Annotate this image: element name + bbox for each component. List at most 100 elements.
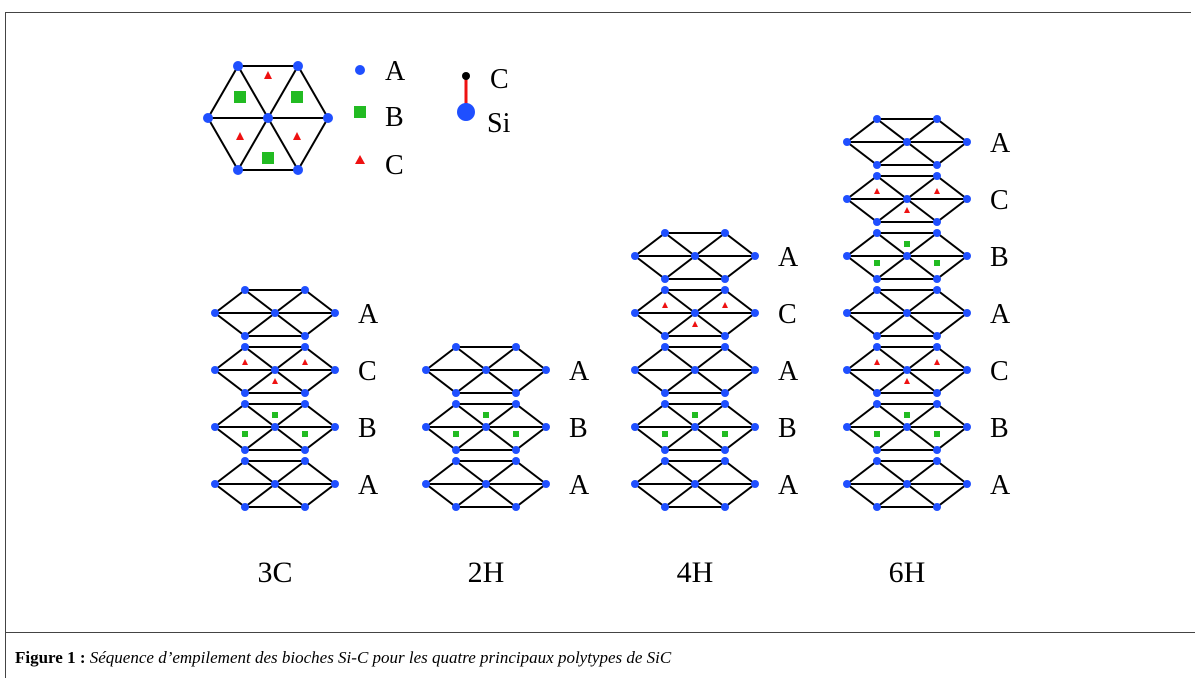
site-b-square <box>513 431 519 437</box>
stack-layer-label: A <box>358 470 379 501</box>
atom-dot <box>661 457 669 465</box>
atom-dot <box>542 366 550 374</box>
atom-dot <box>271 480 279 488</box>
atom-dot <box>843 252 851 260</box>
atom-dot <box>301 286 309 294</box>
atom-dot <box>873 172 881 180</box>
site-b-square <box>302 431 308 437</box>
atom-dot <box>751 480 759 488</box>
stack-layer-label: C <box>358 356 377 387</box>
legend-label-c: C <box>385 150 404 181</box>
site-c-triangle <box>874 188 880 194</box>
figure-caption-text: Séquence d’empilement des bioches Si-C p… <box>89 648 672 667</box>
site-c-triangle <box>662 302 668 308</box>
atom-dot <box>512 343 520 351</box>
atom-dot <box>542 480 550 488</box>
atom-dot <box>482 366 490 374</box>
atom-dot <box>301 343 309 351</box>
atom-dot <box>301 446 309 454</box>
atom-dot <box>691 423 699 431</box>
site-b-square <box>934 260 940 266</box>
stack-layer-label: B <box>778 413 797 444</box>
atom-dot <box>512 389 520 397</box>
site-b-square <box>262 152 274 164</box>
atom-dot <box>873 332 881 340</box>
atom-dot <box>422 423 430 431</box>
atom-dot <box>482 423 490 431</box>
site-b-square <box>692 412 698 418</box>
site-b-square <box>874 260 880 266</box>
atom-dot <box>873 389 881 397</box>
legend-square-b-icon <box>354 106 366 118</box>
atom-dot <box>903 423 911 431</box>
legend-triangle-c-icon <box>355 155 365 164</box>
atom-dot <box>271 366 279 374</box>
atom-dot <box>843 423 851 431</box>
polytype-name: 4H <box>677 556 714 589</box>
stack-layer-label: B <box>358 413 377 444</box>
site-c-triangle <box>272 378 278 384</box>
atom-dot <box>271 309 279 317</box>
atom-dot <box>721 400 729 408</box>
stack-layer-label: C <box>990 185 1009 216</box>
atom-dot <box>271 423 279 431</box>
atom-dot <box>933 286 941 294</box>
site-b-square <box>272 412 278 418</box>
site-c-triangle <box>934 188 940 194</box>
hexagon-spoke <box>267 117 299 171</box>
atom-dot <box>903 309 911 317</box>
legend-item-a: A <box>355 56 406 87</box>
legend-hexagon <box>203 61 333 175</box>
atom-dot <box>933 218 941 226</box>
site-c-triangle <box>264 71 272 79</box>
atom-dot <box>241 332 249 340</box>
site-b-square <box>904 241 910 247</box>
atom-dot <box>751 423 759 431</box>
atom-dot <box>661 400 669 408</box>
stack-layer-label: B <box>569 413 588 444</box>
atom-dot <box>691 252 699 260</box>
atom-dot <box>903 366 911 374</box>
atom-dot <box>963 138 971 146</box>
atom-dot <box>631 309 639 317</box>
bond-legend: C Si <box>457 64 511 139</box>
hexagon-spoke <box>237 117 269 171</box>
atom-dot <box>963 480 971 488</box>
legend-label-a: A <box>385 56 406 87</box>
atom-dot <box>452 446 460 454</box>
atom-dot <box>661 389 669 397</box>
stack-layer-label: B <box>990 413 1009 444</box>
legend-dot-a-icon <box>355 65 365 75</box>
site-a-dot <box>293 164 303 175</box>
atom-dot <box>721 275 729 283</box>
atom-dot <box>933 172 941 180</box>
atom-dot <box>933 332 941 340</box>
atom-dot <box>963 366 971 374</box>
site-b-square <box>934 431 940 437</box>
atom-dot <box>301 332 309 340</box>
site-b-square <box>662 431 668 437</box>
atom-dot <box>301 457 309 465</box>
site-a-dot <box>203 113 213 123</box>
atom-dot <box>873 115 881 123</box>
site-b-square <box>242 431 248 437</box>
site-c-triangle <box>302 359 308 365</box>
atom-dot <box>903 195 911 203</box>
stack-layer-label: C <box>990 356 1009 387</box>
legend-item-c: C <box>355 150 404 181</box>
atom-dot <box>963 195 971 203</box>
caption-bar: Figure 1 : Séquence d’empilement des bio… <box>5 632 1195 678</box>
figure-caption: Figure 1 : Séquence d’empilement des bio… <box>15 648 671 668</box>
atom-dot <box>721 446 729 454</box>
site-c-triangle <box>874 359 880 365</box>
atom-dot <box>331 480 339 488</box>
atom-dot <box>873 161 881 169</box>
atom-dot <box>933 457 941 465</box>
site-a-dot <box>293 61 303 72</box>
atom-dot <box>211 480 219 488</box>
atom-dot <box>301 400 309 408</box>
atom-dot <box>301 389 309 397</box>
atom-dot <box>873 229 881 237</box>
atom-dot <box>933 229 941 237</box>
atom-dot <box>751 252 759 260</box>
